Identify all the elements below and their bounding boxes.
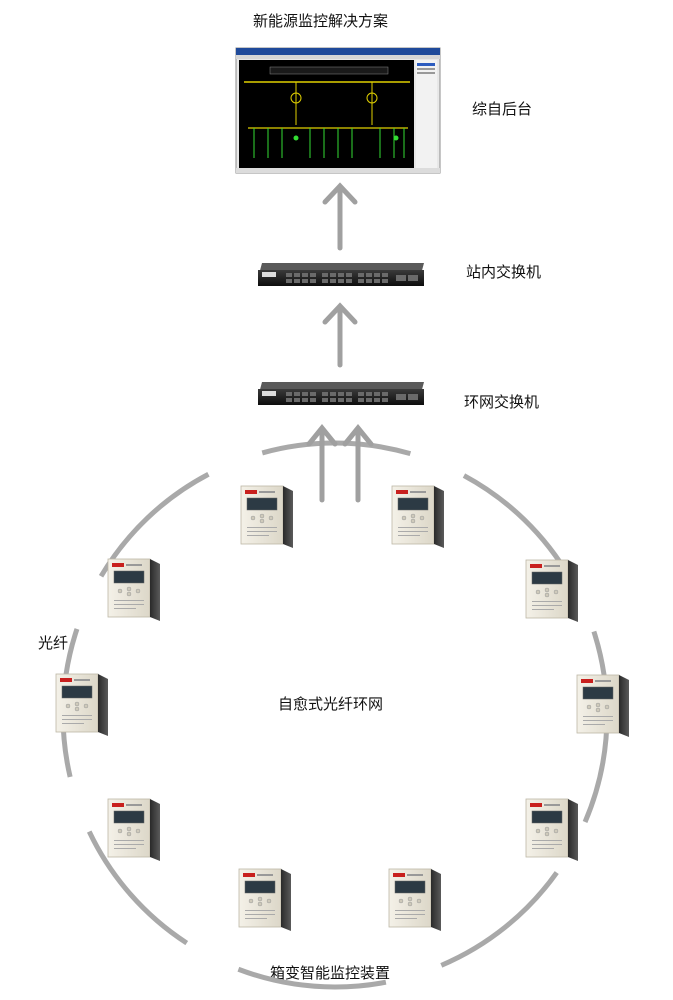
ring-switch-label: 环网交换机 xyxy=(464,393,540,411)
uplink-arrow-left xyxy=(306,424,338,503)
diagram-title: 新能源监控解决方案 xyxy=(253,12,389,30)
fiber-ring xyxy=(60,440,610,990)
uplink-arrow-middle xyxy=(322,302,358,368)
monitoring-device-8 xyxy=(525,798,579,862)
monitoring-device-1 xyxy=(240,485,294,549)
backend-label: 综自后台 xyxy=(472,100,533,118)
monitoring-device-7 xyxy=(107,798,161,862)
fiber-label: 光纤 xyxy=(38,634,69,652)
ring-label: 自愈式光纤环网 xyxy=(278,695,384,713)
monitoring-device-6 xyxy=(576,674,630,738)
devices-label: 箱变智能监控装置 xyxy=(270,964,391,982)
monitoring-device-4 xyxy=(525,559,579,623)
uplink-arrow-top xyxy=(322,182,358,251)
monitoring-device-5 xyxy=(55,673,109,737)
uplink-arrow-right xyxy=(342,424,374,503)
station-switch xyxy=(258,263,424,286)
ring-switch xyxy=(258,382,424,405)
monitoring-device-9 xyxy=(238,868,292,932)
monitoring-device-10 xyxy=(388,868,442,932)
station-switch-label: 站内交换机 xyxy=(466,263,542,281)
monitoring-device-3 xyxy=(107,558,161,622)
monitoring-device-2 xyxy=(391,485,445,549)
backend-monitor xyxy=(235,47,441,174)
